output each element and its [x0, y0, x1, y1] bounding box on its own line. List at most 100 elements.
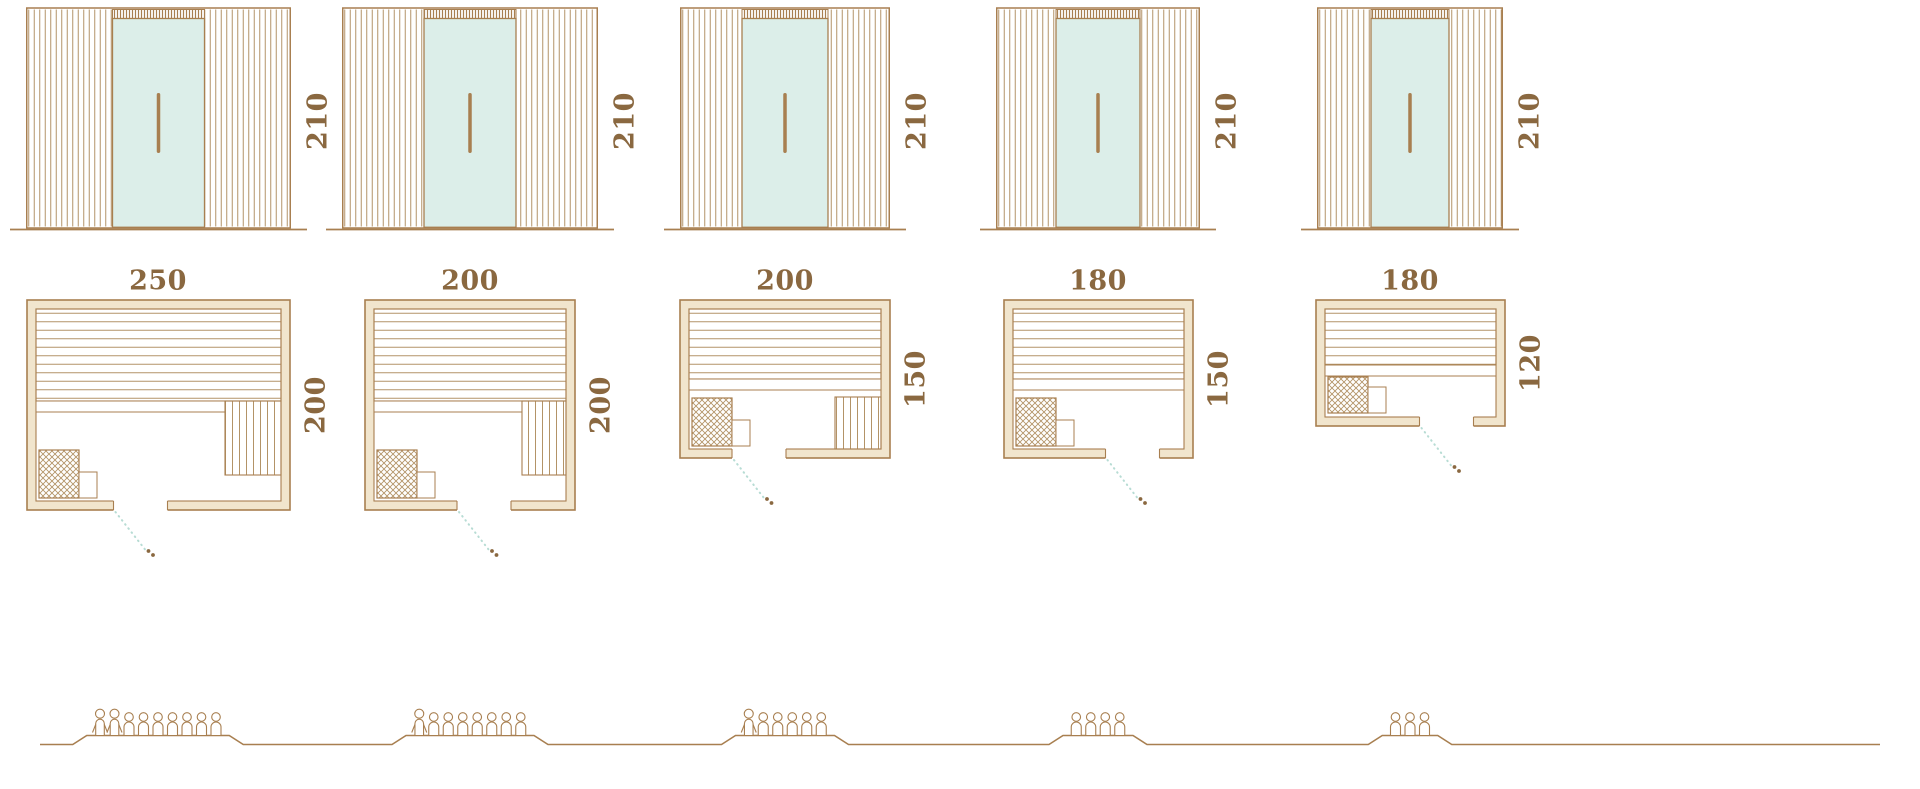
person-icon	[210, 712, 222, 737]
floor-plan-drawing-5	[1314, 299, 1506, 473]
wood-slat-panel-left	[997, 9, 1056, 227]
outer-wall	[679, 299, 891, 459]
wood-slat-panel-left	[1318, 9, 1371, 227]
height-dimension-label: 210	[901, 92, 933, 150]
person-icon	[457, 712, 469, 737]
floor-plan-drawing-4	[1002, 299, 1194, 505]
door-handle	[468, 93, 472, 153]
person-icon	[1404, 712, 1416, 737]
door-swing-line	[114, 511, 146, 551]
person-icon	[1070, 712, 1082, 737]
side-bench	[521, 400, 567, 476]
wood-slat-panel-right	[1140, 9, 1199, 227]
bench-step	[731, 419, 751, 447]
front-elevation-drawing-4	[980, 7, 1216, 231]
person-icon	[471, 712, 483, 737]
door-transom-hatch	[111, 9, 205, 19]
person-icon	[428, 712, 440, 737]
depth-dimension-label: 150	[1203, 350, 1234, 408]
person-icon	[411, 708, 428, 737]
upper-bench	[1323, 308, 1497, 366]
person-icon	[1389, 712, 1402, 737]
door-transom-hatch	[1055, 9, 1141, 19]
door-handle-dot	[1138, 497, 1142, 501]
glass-door	[741, 17, 829, 228]
door-handle-dot	[769, 501, 774, 505]
door-opening	[457, 499, 511, 512]
inner-wall	[1323, 308, 1497, 418]
bench-step	[416, 471, 436, 499]
person-icon	[500, 712, 512, 737]
door-handle-dot	[1452, 465, 1456, 469]
heater	[691, 397, 733, 447]
width-dimension-label: 180	[1069, 265, 1127, 297]
door-swing-line	[1106, 459, 1138, 499]
wood-slat-panel-left	[27, 9, 112, 227]
person-icon	[757, 712, 769, 737]
upper-bench	[1011, 308, 1185, 380]
floor-plan-drawing-3	[679, 299, 891, 505]
door-handle-dot	[765, 497, 769, 501]
person-icon	[772, 712, 784, 737]
heater	[37, 449, 80, 499]
door-handle	[1096, 93, 1100, 153]
person-icon	[442, 712, 454, 737]
person-icon	[1114, 712, 1126, 737]
depth-dimension-label: 200	[585, 376, 617, 434]
sauna-variant-2: 210 200 200	[260, 0, 680, 789]
cabin-frame	[342, 7, 598, 229]
glass-door	[1370, 17, 1450, 228]
height-dimension-label: 210	[609, 92, 641, 150]
bench-step	[1055, 419, 1074, 447]
inner-wall	[373, 308, 567, 502]
person-icon	[137, 712, 150, 737]
capacity-group-1	[91, 708, 222, 737]
wood-slat-panel-left	[343, 9, 424, 227]
height-dimension-label: 210	[1211, 92, 1243, 150]
door-handle-dot	[1456, 469, 1461, 473]
upper-bench	[34, 308, 282, 402]
door-handle	[1408, 93, 1412, 153]
front-elevation-drawing-3	[664, 7, 906, 231]
bench-step-edge	[373, 400, 523, 413]
capacity-group-5	[1389, 712, 1431, 737]
capacity-group-2	[411, 708, 527, 737]
sauna-variant-4: 210 180 150	[888, 0, 1308, 789]
front-elevation-drawing-5	[1301, 7, 1519, 231]
bench-step	[78, 471, 97, 499]
sauna-variant-5: 210 180 120	[1200, 0, 1620, 789]
floor-plan-drawing-1	[25, 299, 291, 557]
door-handle	[156, 93, 160, 153]
bench-step	[1367, 386, 1386, 414]
upper-bench	[373, 308, 567, 402]
floor-plan-drawing-2	[364, 299, 576, 557]
width-dimension-label: 180	[1381, 265, 1439, 297]
sauna-variant-1: 210 250 200	[0, 0, 368, 789]
wood-slat-panel-right	[204, 9, 289, 227]
bench-step-edge	[1012, 378, 1184, 391]
cabin-frame	[680, 7, 890, 229]
door-handle-dot	[490, 549, 494, 553]
wood-slat-panel-left	[681, 9, 742, 227]
person-icon	[91, 708, 109, 737]
outer-wall	[1314, 299, 1506, 427]
wood-slat-panel-right	[516, 9, 597, 227]
door-handle-dot	[494, 553, 499, 557]
width-dimension-label: 200	[756, 265, 814, 297]
cabin-frame	[996, 7, 1200, 229]
person-icon	[152, 712, 164, 737]
bench-step-edge	[688, 378, 882, 391]
sauna-variant-3: 210 200 150	[575, 0, 995, 789]
cabin-frame	[25, 7, 291, 229]
inner-wall	[688, 308, 882, 450]
door-transom-hatch	[1370, 9, 1450, 19]
ground-line	[40, 734, 1880, 746]
side-bench	[834, 396, 882, 450]
height-dimension-label: 210	[1514, 92, 1546, 150]
door-opening	[1419, 415, 1473, 428]
wood-slat-panel-right	[1449, 9, 1502, 227]
door-opening	[1105, 447, 1159, 460]
person-icon	[1085, 712, 1097, 737]
door-swing-line	[733, 459, 765, 499]
